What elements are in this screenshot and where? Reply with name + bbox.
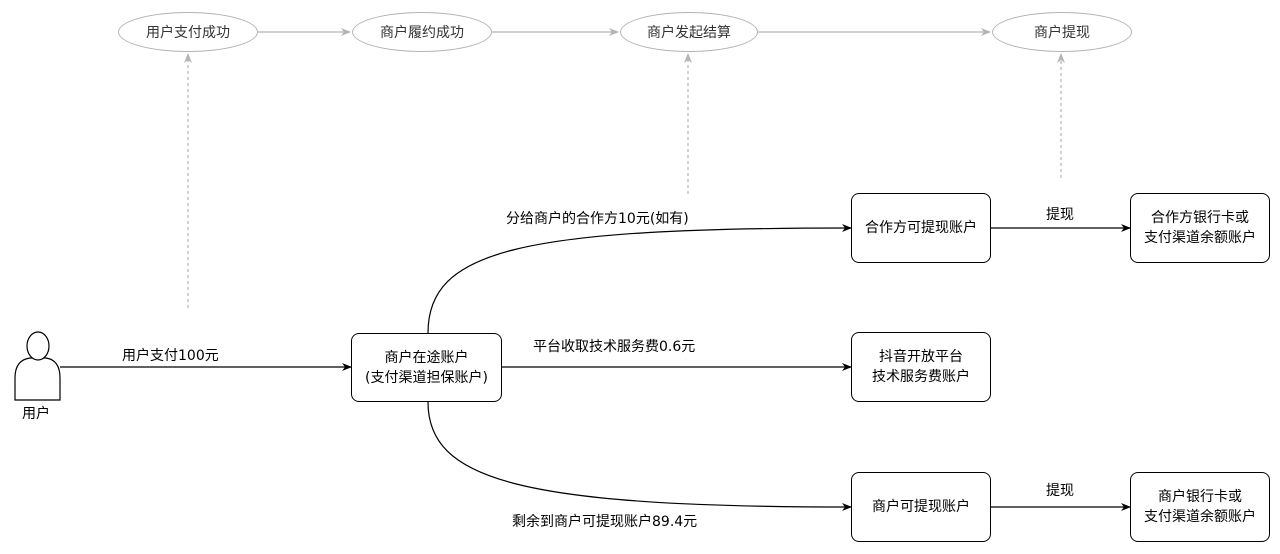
node-transit-line1: 商户在途账户 bbox=[384, 349, 469, 366]
stage-merchant-settle: 商户发起结算 bbox=[620, 12, 758, 52]
label-to-platform: 平台收取技术服务费0.6元 bbox=[533, 339, 696, 355]
node-transit-account: 商户在途账户 (支付渠道担保账户) bbox=[351, 333, 502, 402]
node-partner-bank-line2: 支付渠道余额账户 bbox=[1144, 230, 1256, 246]
edge-to-partner bbox=[427, 224, 852, 334]
user-label: 用户 bbox=[22, 406, 50, 422]
node-merchant-account: 商户可提现账户 bbox=[851, 472, 991, 542]
node-partner-bank: 合作方银行卡或 支付渠道余额账户 bbox=[1130, 193, 1270, 263]
label-merchant-withdraw: 提现 bbox=[1046, 483, 1074, 499]
node-platform-line1: 抖音开放平台 bbox=[879, 349, 963, 365]
node-partner-line1: 合作方可提现账户 bbox=[865, 220, 977, 236]
node-partner-bank-line1: 合作方银行卡或 bbox=[1151, 210, 1249, 226]
stage-merchant-fulfilled: 商户履约成功 bbox=[352, 12, 492, 52]
node-transit-line2: (支付渠道担保账户) bbox=[365, 369, 488, 386]
node-partner-account: 合作方可提现账户 bbox=[851, 193, 991, 263]
node-merchant-bank-line2: 支付渠道余额账户 bbox=[1144, 509, 1256, 525]
stage-merchant-withdraw: 商户提现 bbox=[992, 12, 1132, 52]
node-merchant-bank: 商户银行卡或 支付渠道余额账户 bbox=[1130, 472, 1270, 542]
label-partner-withdraw: 提现 bbox=[1046, 207, 1074, 223]
user-actor-icon bbox=[14, 331, 61, 401]
node-platform-line2: 技术服务费账户 bbox=[872, 369, 970, 385]
label-to-merchant: 剩余到商户可提现账户89.4元 bbox=[512, 514, 698, 530]
node-merchant-bank-line1: 商户银行卡或 bbox=[1158, 489, 1242, 505]
label-to-partner: 分给商户的合作方10元(如有) bbox=[506, 211, 689, 227]
label-user-pay: 用户支付100元 bbox=[122, 348, 219, 364]
node-merchant-line1: 商户可提现账户 bbox=[872, 499, 970, 515]
node-platform-fee-account: 抖音开放平台 技术服务费账户 bbox=[851, 332, 991, 402]
stage-user-paid: 用户支付成功 bbox=[118, 12, 258, 52]
edge-to-merchant bbox=[427, 401, 852, 511]
